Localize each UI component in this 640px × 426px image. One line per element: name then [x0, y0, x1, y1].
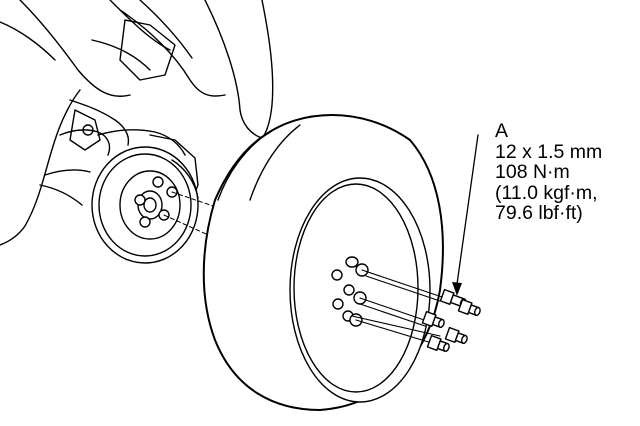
callout-leader-arrow [452, 134, 479, 296]
hub-studs [134, 176, 178, 228]
alignment-lines [163, 191, 226, 239]
lug-nut [421, 310, 445, 328]
callout-thread-size: 12 x 1.5 mm [495, 140, 603, 163]
vehicle-body [0, 0, 274, 246]
callout-torque-nm: 108 N·m [495, 161, 570, 183]
wheel-rim [289, 177, 431, 403]
lug-nut [444, 326, 468, 344]
lug-nuts [421, 288, 481, 352]
callout-torque-lbfft: 79.6 lbf·ft) [495, 202, 583, 224]
callout-letter: A [495, 120, 509, 142]
lug-nut-guides [351, 269, 446, 345]
callout-torque-kgfm: (11.0 kgf·m, [495, 181, 598, 204]
lug-nut [426, 334, 450, 352]
torque-callout: A 12 x 1.5 mm 108 N·m (11.0 kgf·m, 79.6 … [495, 121, 602, 224]
lug-nut [457, 298, 481, 316]
brake-disc [91, 146, 199, 264]
